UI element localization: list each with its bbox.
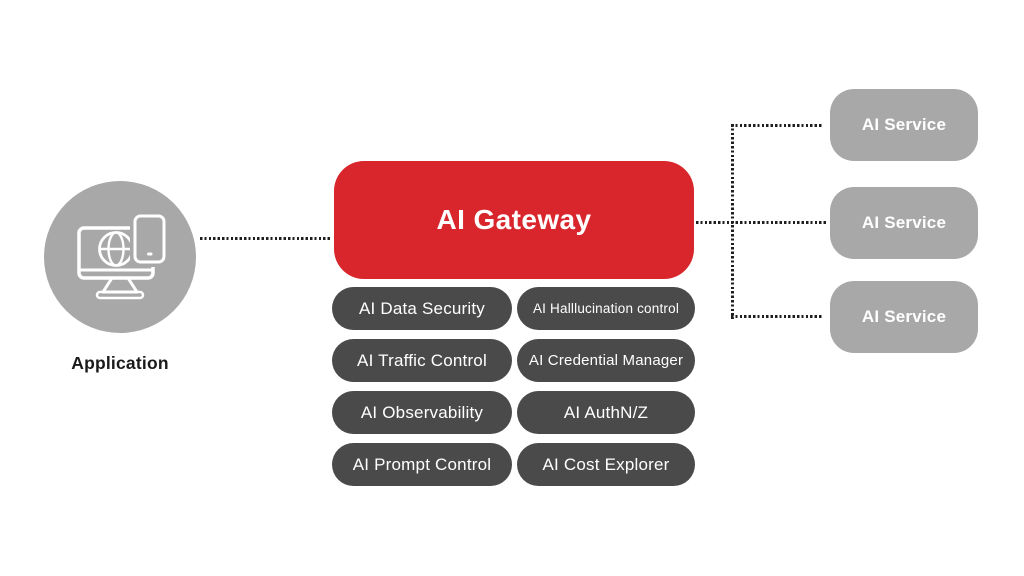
connector-app-to-gateway [200,237,332,240]
feature-pill-cost-explorer: AI Cost Explorer [517,443,695,486]
ai-gateway-node: AI Gateway [334,161,694,279]
feature-pill-traffic-control: AI Traffic Control [332,339,512,382]
connector-branch-service-1 [731,124,823,127]
application-node: Application [44,181,196,391]
feature-pill-credential-manager: AI Credential Manager [517,339,695,382]
feature-pill-data-security: AI Data Security [332,287,512,330]
feature-pill-prompt-control: AI Prompt Control [332,443,512,486]
feature-pill-hallucination-control: AI Halllucination control [517,287,695,330]
connector-branch-service-3 [731,315,823,318]
application-circle [44,181,196,333]
gateway-feature-list: AI Data Security AI Halllucination contr… [332,287,695,486]
feature-pill-authn-z: AI AuthN/Z [517,391,695,434]
ai-service-node-2: AI Service [830,187,978,259]
ai-gateway-title: AI Gateway [436,204,592,235]
ai-service-node-3: AI Service [830,281,978,353]
feature-pill-observability: AI Observability [332,391,512,434]
connector-gateway-to-service-2 [696,221,828,224]
ai-service-node-1: AI Service [830,89,978,161]
application-label: Application [71,353,169,373]
computer-and-phone-icon [77,211,168,300]
connector-services-trunk [731,124,734,319]
